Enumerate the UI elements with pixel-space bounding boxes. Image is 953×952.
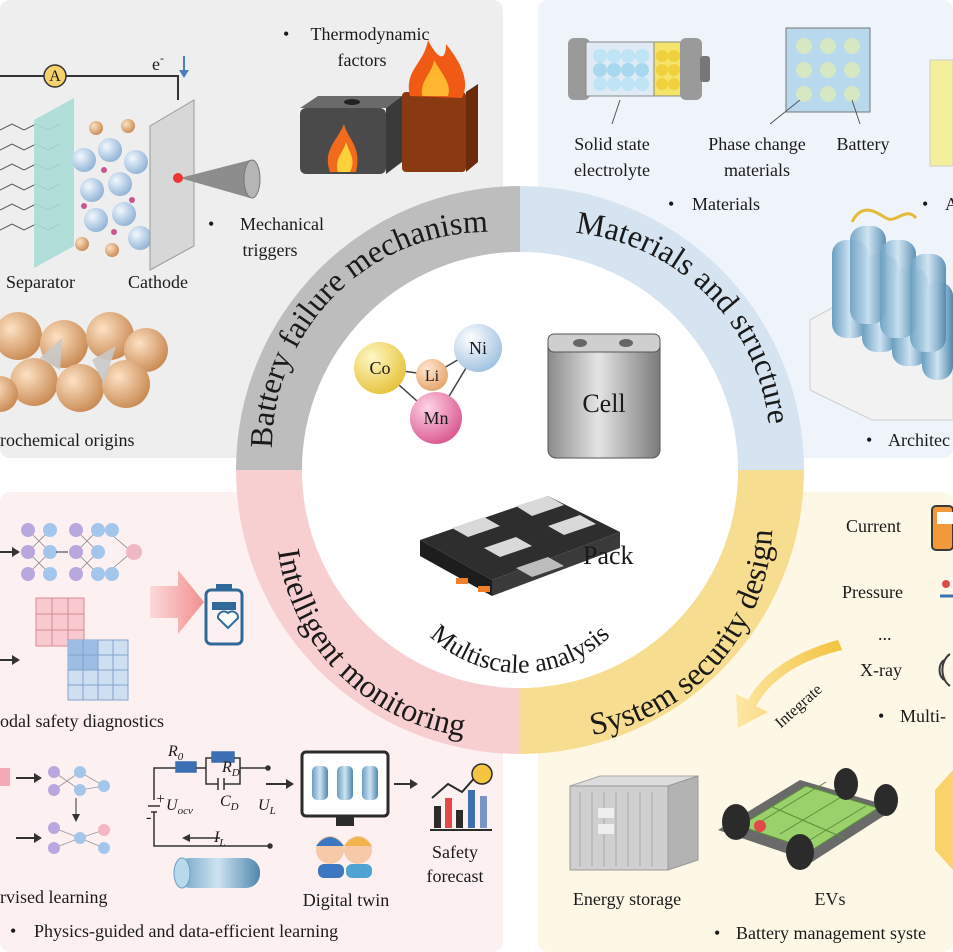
architecture-label: Architec (888, 430, 950, 450)
xray-icon (938, 653, 951, 687)
modal-label: odal safety diagnostics (0, 711, 164, 731)
integrate-arrow (736, 640, 842, 728)
pcm-label-1: Phase change (708, 134, 805, 154)
physics-label: Physics-guided and data-efficient learni… (34, 921, 338, 941)
data-to-net-icon (0, 766, 110, 854)
minus-sign: - (146, 809, 151, 826)
pressure-label: Pressure (842, 582, 903, 602)
meter-icon (931, 505, 953, 551)
il-label: IL (213, 829, 225, 849)
glow-arrow (935, 770, 953, 870)
module-icon (809, 208, 953, 421)
evs-label: EVs (815, 889, 846, 909)
materials-label: Materials (692, 194, 760, 214)
cell-schematic: A e- Separator Cathode (0, 51, 261, 292)
cathode-label: Cathode (128, 272, 188, 292)
safety-forecast-icon (430, 763, 493, 831)
rd-label: RD (221, 759, 240, 779)
circuit-diagram (148, 751, 273, 849)
xray-label: X-ray (860, 660, 902, 680)
co-sphere (354, 342, 406, 394)
ev-chassis-icon (718, 768, 898, 870)
r0-label: R0 (167, 743, 184, 763)
neural-net-top (0, 523, 142, 581)
burning-battery-icon (300, 96, 402, 174)
cd-label: CD (220, 793, 239, 813)
electron-label: e- (152, 51, 164, 74)
multi-bullet: • (878, 706, 884, 726)
ring-system (520, 470, 804, 754)
element-cluster: Co Li Ni Mn (354, 324, 502, 444)
current-arrow (182, 834, 190, 842)
pink-arrow (150, 570, 204, 634)
physics-bullet: • (10, 921, 16, 941)
electrochemical-particles (0, 312, 168, 412)
ammeter-label: A (49, 68, 61, 85)
mn-label: Mn (423, 408, 448, 428)
cell-icon: Cell (547, 333, 661, 459)
li-label: Li (425, 368, 440, 385)
supervised-label: rvised learning (0, 887, 107, 907)
matrix-icon (0, 597, 129, 701)
multi-label: Multi- (900, 706, 946, 726)
sse-label-2: electrolyte (574, 160, 650, 180)
safety-label-2: forecast (427, 866, 484, 886)
plus-sign: + (156, 791, 165, 808)
center-disc (302, 252, 738, 688)
sse-cell-icon (568, 38, 710, 125)
energy-storage-icon (569, 775, 699, 871)
thermo-bullet: • Thermodynamic factors (283, 24, 429, 70)
bms-bullet: • (714, 923, 720, 943)
mechanical-bullet: • Mechanical triggers (208, 214, 324, 260)
separator-label: Separator (6, 272, 75, 292)
digital-twin-icon (266, 750, 418, 878)
svg-text:•: • (208, 214, 214, 234)
uocv-label: Uocv (166, 797, 193, 817)
safety-label-1: Safety (432, 842, 478, 862)
cathode-particles (72, 119, 152, 257)
a-label: A (945, 194, 953, 214)
digital-twin-label: Digital twin (303, 890, 390, 910)
mn-sphere (410, 392, 462, 444)
pack-label: Pack (583, 541, 634, 570)
fire-block-icon (402, 40, 478, 172)
ul-label: UL (258, 797, 276, 817)
bms-label: Battery management syste (736, 923, 926, 943)
ring-failure (236, 186, 520, 470)
ni-sphere (454, 324, 502, 372)
cylinder-cell-icon (173, 857, 260, 889)
ring-materials (520, 186, 804, 470)
architecture-bullet: • (866, 430, 872, 450)
battery-health-icon (204, 584, 244, 646)
materials-bullet: • (668, 194, 674, 214)
separator-sheet (34, 98, 74, 268)
yellow-panel (929, 59, 953, 167)
sse-label-1: Solid state (574, 134, 650, 154)
svg-text:•: • (283, 24, 289, 44)
sensor-dots: ... (878, 624, 892, 644)
ammeter-icon (43, 64, 67, 88)
cathode-plate (149, 99, 195, 271)
pack-icon: Pack (420, 496, 634, 596)
co-label: Co (369, 358, 390, 378)
pcm-label-2: materials (724, 160, 790, 180)
pressure-icon (940, 580, 953, 598)
current-label: Current (846, 516, 901, 536)
thermo-label-1: Thermodynamic (311, 24, 430, 44)
mechanical-label-2: triggers (243, 240, 298, 260)
cell-label: Cell (582, 389, 625, 418)
nail-icon (173, 159, 261, 199)
electrochemical-label: rochemical origins (0, 430, 134, 450)
energy-storage-label: Energy storage (573, 889, 681, 909)
a-bullet: • (922, 194, 928, 214)
mechanical-label-1: Mechanical (240, 214, 324, 234)
ring-monitoring (236, 470, 520, 754)
ni-label: Ni (469, 338, 487, 358)
battery-label: Battery (837, 134, 890, 154)
li-sphere (416, 359, 448, 391)
thermo-label-2: factors (338, 50, 387, 70)
pcm-icon (769, 27, 871, 125)
